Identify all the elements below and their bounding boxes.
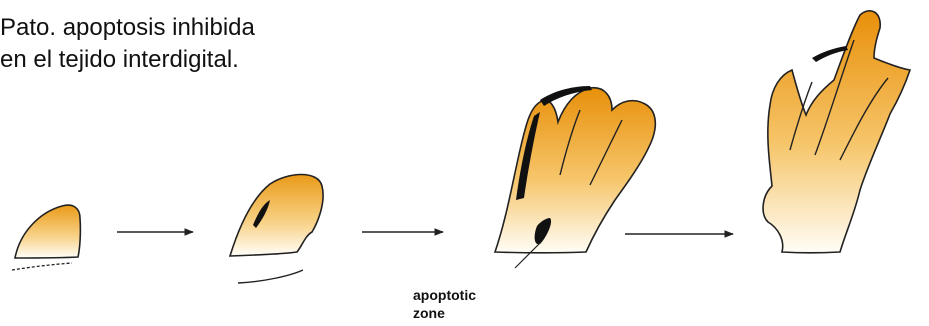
- stage-4-webbed-foot: [763, 11, 910, 253]
- stage-3-digit-formation: [495, 86, 655, 268]
- label-line-1: apoptotic: [413, 286, 533, 304]
- stage-2-early-bud: [230, 175, 323, 284]
- stage-1-paddle: [12, 205, 80, 270]
- apoptotic-zone-label: apoptotic zone: [413, 286, 533, 322]
- label-line-2: zone: [413, 304, 533, 322]
